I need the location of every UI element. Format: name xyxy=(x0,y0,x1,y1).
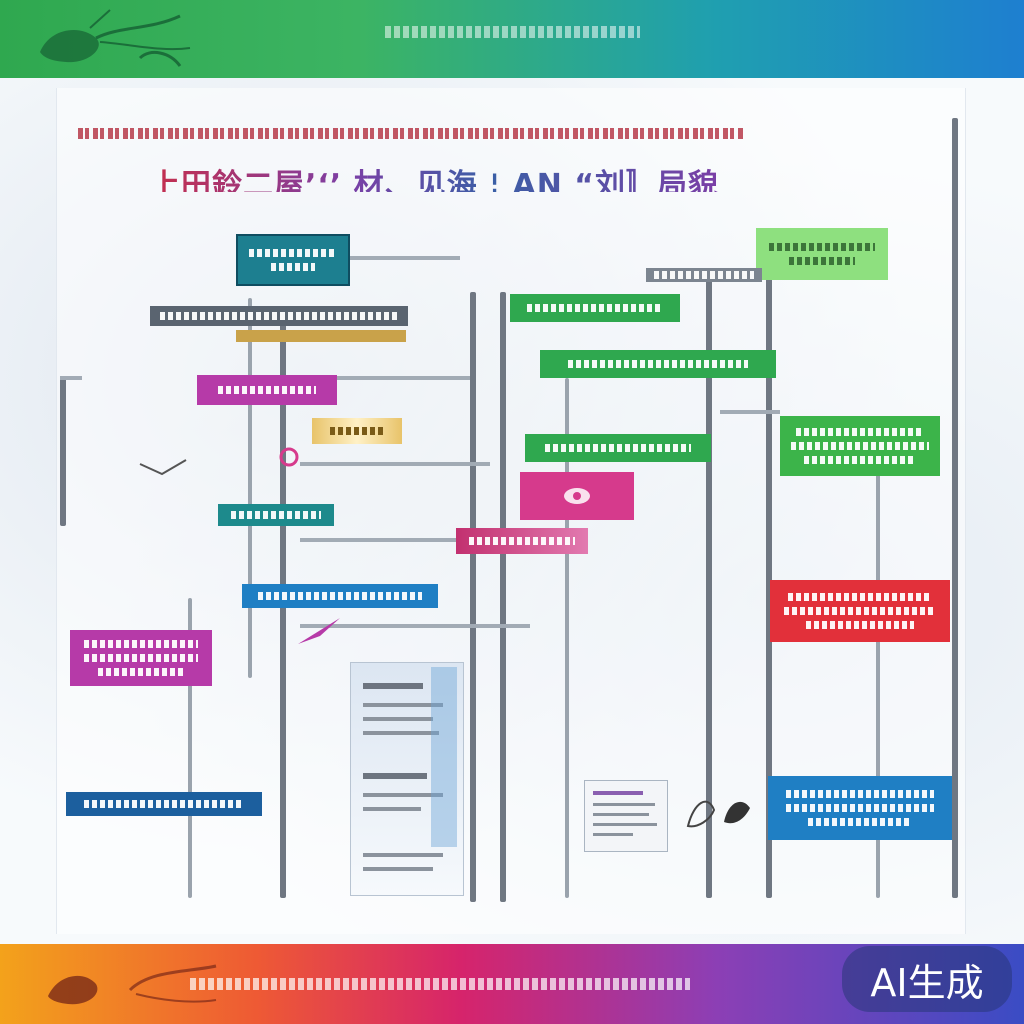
support-bar xyxy=(565,378,569,898)
label-strip-gold xyxy=(236,330,406,342)
label-box-green xyxy=(540,350,776,378)
left-bracket xyxy=(60,376,66,526)
left-bracket-cap xyxy=(60,376,82,380)
poster-headline: 上田鈴二屋’‘’ 材、见海 ¦ AN “刘〛局貌 xyxy=(150,160,719,203)
label-box-magenta-large xyxy=(70,630,212,686)
support-bar xyxy=(248,298,252,678)
connector xyxy=(300,624,530,628)
support-bar xyxy=(766,278,772,898)
top-banner xyxy=(0,0,1024,78)
ai-generated-badge: AI生成 xyxy=(842,946,1012,1012)
support-bar xyxy=(500,292,506,902)
label-box-lightgreen xyxy=(756,228,888,280)
support-bar xyxy=(470,292,476,902)
label-box-blue-large xyxy=(768,776,952,840)
leaf-icon xyxy=(686,800,750,828)
label-box-teal xyxy=(236,234,350,286)
label-box-gold xyxy=(312,418,402,444)
support-bar xyxy=(876,468,880,898)
document-illustration xyxy=(350,662,464,896)
label-box-teal-small xyxy=(218,504,334,526)
bird-icon xyxy=(139,459,187,476)
connector xyxy=(300,462,490,466)
label-box-navy xyxy=(66,792,262,816)
top-band-text-noise xyxy=(385,26,640,38)
shrimp-icon xyxy=(48,964,217,1005)
bottom-band-text-noise xyxy=(190,978,690,990)
label-box-magenta xyxy=(197,375,337,405)
support-bar xyxy=(952,118,958,898)
label-strip-gray xyxy=(150,306,408,326)
label-box-green xyxy=(525,434,711,462)
label-box-pink-fade xyxy=(456,528,588,554)
subtitle-line xyxy=(78,128,744,139)
poster-canvas: 上田鈴二屋’‘’ 材、见海 ¦ AN “刘〛局貌 xyxy=(0,78,1024,944)
label-box-red xyxy=(770,580,950,642)
connector xyxy=(300,538,500,542)
connector xyxy=(350,256,460,260)
support-bar xyxy=(188,598,192,898)
label-box-blue xyxy=(242,584,438,608)
support-bar xyxy=(706,268,712,898)
label-box-green xyxy=(510,294,680,322)
document-illustration-small xyxy=(584,780,668,852)
connector xyxy=(720,410,780,414)
airplane-icon xyxy=(298,618,340,644)
label-box-green-large xyxy=(780,416,940,476)
label-box-pink xyxy=(520,472,634,520)
connector xyxy=(300,376,470,380)
shrimp-icon xyxy=(40,9,191,67)
ring-icon xyxy=(279,447,299,467)
label-strip-gray-small xyxy=(646,268,762,282)
eye-icon xyxy=(564,488,590,504)
